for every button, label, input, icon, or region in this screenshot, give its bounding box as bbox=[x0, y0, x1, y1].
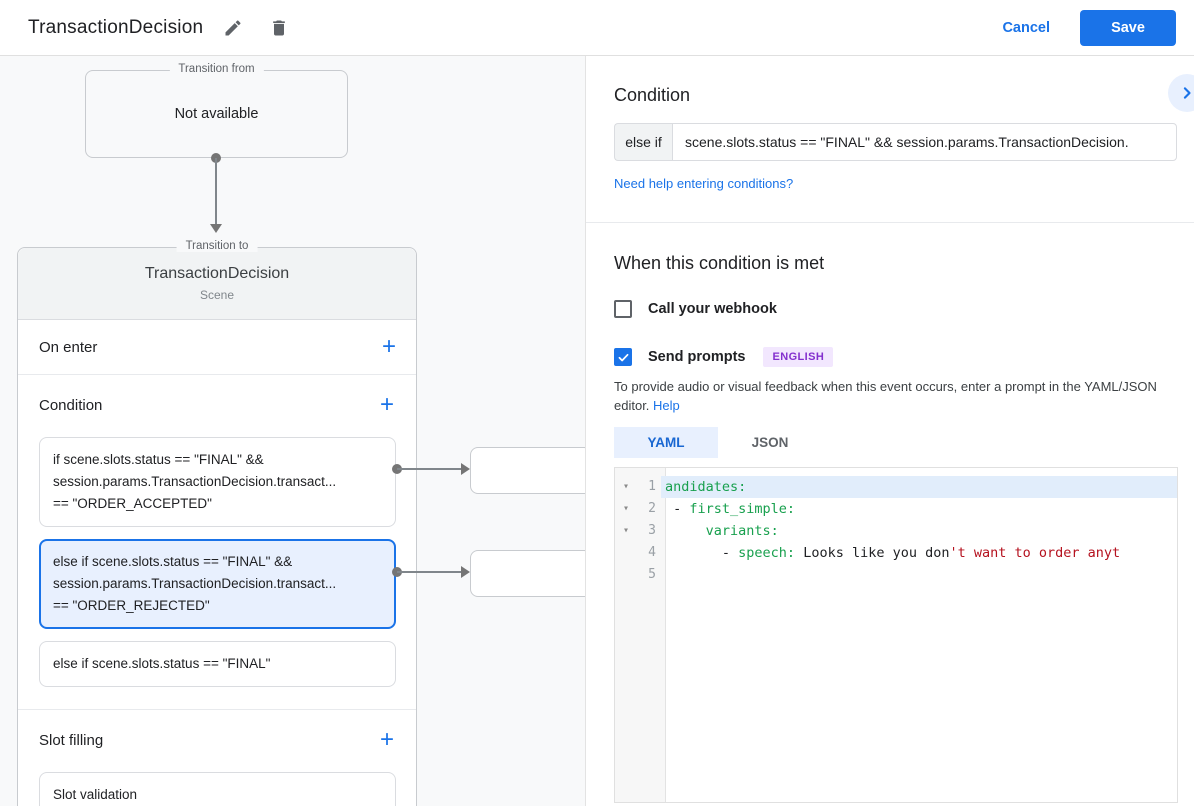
condition-section: Condition + if scene.slots.status == "FI… bbox=[18, 375, 416, 710]
transition-from-legend: Transition from bbox=[169, 63, 264, 75]
target-scene-box[interactable] bbox=[470, 447, 585, 494]
transition-from-box: Transition from Not available bbox=[85, 63, 348, 158]
condition-prefix: else if bbox=[614, 123, 672, 161]
call-webhook-checkbox[interactable] bbox=[614, 300, 632, 318]
line-number: 2 bbox=[648, 501, 656, 516]
editor-line[interactable]: 5 bbox=[615, 564, 1177, 586]
slot-validation-card[interactable]: Slot validation bbox=[39, 772, 396, 806]
send-prompts-checkbox[interactable] bbox=[614, 348, 632, 366]
check-icon bbox=[618, 353, 628, 361]
connector-line bbox=[397, 571, 461, 573]
tab-yaml[interactable]: YAML bbox=[614, 427, 718, 458]
editor-line[interactable]: ▾ 3 variants: bbox=[615, 520, 1177, 542]
condition-input-row: else if bbox=[614, 123, 1177, 161]
fold-arrow-icon[interactable]: ▾ bbox=[622, 481, 630, 492]
delete-scene-button[interactable] bbox=[263, 12, 295, 44]
webhook-row: Call your webhook bbox=[614, 300, 1174, 318]
fold-arrow-icon[interactable]: ▾ bbox=[622, 525, 630, 536]
add-slot-button[interactable]: + bbox=[379, 726, 394, 753]
condition-expression-input[interactable] bbox=[672, 123, 1177, 161]
editor-line[interactable]: 4 - speech: Looks like you don't want to… bbox=[615, 542, 1177, 564]
arrow-right-icon bbox=[461, 566, 470, 578]
on-enter-label: On enter bbox=[39, 338, 98, 356]
when-met-title: When this condition is met bbox=[614, 253, 825, 273]
transition-to-card: Transition to TransactionDecision Scene … bbox=[17, 240, 417, 806]
fold-arrow-icon[interactable]: ▾ bbox=[622, 503, 630, 514]
slot-filling-section: Slot filling + Slot validation bbox=[18, 710, 416, 806]
scene-subtitle: Scene bbox=[199, 288, 235, 302]
editor-gutter bbox=[615, 468, 666, 802]
on-enter-section: On enter + bbox=[18, 320, 416, 375]
arrow-down-icon bbox=[210, 224, 222, 233]
prompt-help-link[interactable]: Help bbox=[653, 398, 680, 413]
arrow-right-icon bbox=[461, 463, 470, 475]
add-condition-button[interactable]: + bbox=[379, 391, 394, 418]
cancel-button[interactable]: Cancel bbox=[1002, 19, 1050, 36]
prompt-feedback-text: To provide audio or visual feedback when… bbox=[614, 379, 1157, 413]
topbar: TransactionDecision Cancel Save bbox=[0, 0, 1194, 56]
save-button[interactable]: Save bbox=[1080, 9, 1176, 46]
condition-card[interactable]: if scene.slots.status == "FINAL" && sess… bbox=[39, 437, 396, 527]
chevron-right-icon bbox=[1183, 87, 1191, 99]
line-number: 1 bbox=[648, 479, 656, 494]
editor-line[interactable]: ▾ 2 - first_simple: bbox=[615, 498, 1177, 520]
scene-header: TransactionDecision Scene bbox=[18, 248, 416, 320]
send-prompts-row: Send prompts ENGLISH bbox=[614, 347, 1174, 367]
pencil-icon bbox=[225, 19, 241, 35]
condition-card[interactable]: else if scene.slots.status == "FINAL" bbox=[39, 641, 396, 687]
language-badge: ENGLISH bbox=[763, 347, 834, 367]
condition-panel-title: Condition bbox=[614, 85, 691, 105]
target-scene-box[interactable] bbox=[470, 550, 585, 597]
transition-to-legend: Transition to bbox=[176, 240, 258, 252]
send-prompts-label: Send prompts bbox=[648, 349, 746, 365]
connector-line bbox=[215, 158, 217, 224]
condition-edit-panel: Condition else if Need help entering con… bbox=[585, 56, 1194, 806]
line-number: 5 bbox=[648, 567, 656, 582]
scene-title: TransactionDecision bbox=[144, 265, 290, 282]
condition-card-selected[interactable]: else if scene.slots.status == "FINAL" &&… bbox=[39, 539, 396, 629]
editor-line[interactable]: ▾ 1 andidates: bbox=[615, 476, 1177, 498]
transition-from-content: Not available bbox=[174, 106, 259, 122]
page-title: TransactionDecision bbox=[28, 16, 204, 38]
slot-filling-label: Slot filling bbox=[39, 731, 104, 749]
connector-line bbox=[397, 468, 461, 470]
add-on-enter-button[interactable]: + bbox=[381, 333, 396, 360]
main-area: Transition from Not available Transition… bbox=[0, 56, 1194, 806]
editor-tabs: YAML JSON bbox=[614, 427, 1174, 458]
trash-icon bbox=[273, 20, 286, 35]
condition-section-label: Condition bbox=[39, 396, 103, 414]
edit-scene-button[interactable] bbox=[217, 12, 249, 44]
condition-help-link[interactable]: Need help entering conditions? bbox=[614, 176, 794, 191]
collapse-panel-button[interactable] bbox=[1168, 74, 1194, 112]
flow-canvas: Transition from Not available Transition… bbox=[0, 56, 585, 806]
panel-divider bbox=[586, 222, 1194, 223]
yaml-code-editor[interactable]: ▾ 1 andidates: ▾ 2 - first_simple: ▾ 3 v… bbox=[614, 467, 1178, 803]
call-webhook-label: Call your webhook bbox=[648, 301, 777, 317]
line-number: 3 bbox=[648, 523, 656, 538]
line-number: 4 bbox=[648, 545, 656, 560]
tab-json[interactable]: JSON bbox=[718, 427, 822, 458]
